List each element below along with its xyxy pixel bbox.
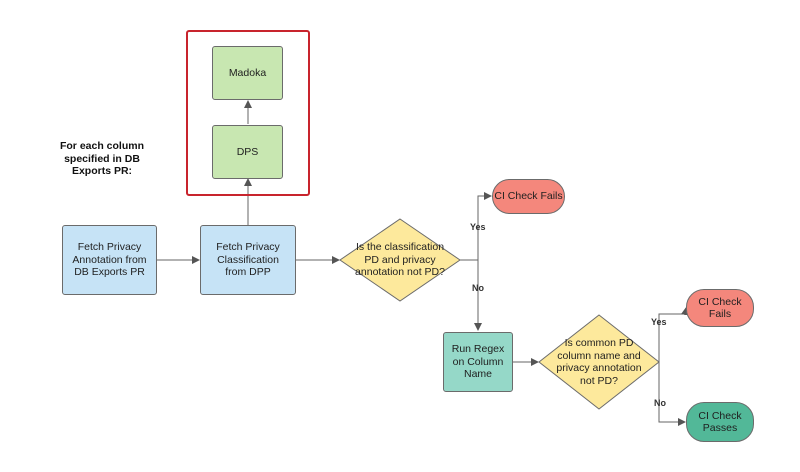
edge-decision2-yes [658,307,689,362]
decision-2-text: Is common PD column name and privacy ann… [556,337,642,387]
fetch-classification-node: Fetch Privacy Classification from DPP [200,225,296,295]
decision-diamond-1 [339,218,461,302]
services-frame [186,30,310,196]
regex-node: Run Regex on Column Name [443,332,513,392]
fail-node-1: CI Check Fails [492,179,565,214]
note-text: For each column specified in DB Exports … [59,140,144,177]
yes-label-1: Yes [470,222,486,232]
regex-label: Run Regex on Column Name [451,343,505,381]
fail-node-2: CI Check Fails [686,289,754,327]
fetch-annotation-label: Fetch Privacy Annotation from DB Exports… [72,241,147,279]
pass-node: CI Check Passes [686,402,754,442]
decision-1-text: Is the classification PD and privacy ann… [355,241,445,279]
dps-node: DPS [212,125,283,179]
edge-decision1-yes [460,192,492,261]
no-label-2: No [654,398,666,408]
fetch-annotation-node: Fetch Privacy Annotation from DB Exports… [62,225,157,295]
edge-decision2-no [658,362,686,426]
decision-diamond-2 [538,314,660,410]
madoka-node: Madoka [212,46,283,100]
yes-label-2: Yes [651,317,667,327]
pass-label: CI Check Passes [698,409,742,435]
madoka-label: Madoka [228,66,267,79]
dps-label: DPS [236,145,259,158]
no-label-1: No [472,283,484,293]
fail-1-label: CI Check Fails [494,190,563,203]
fail-2-label: CI Check Fails [698,295,742,321]
fetch-classification-label: Fetch Privacy Classification from DPP [216,241,280,279]
